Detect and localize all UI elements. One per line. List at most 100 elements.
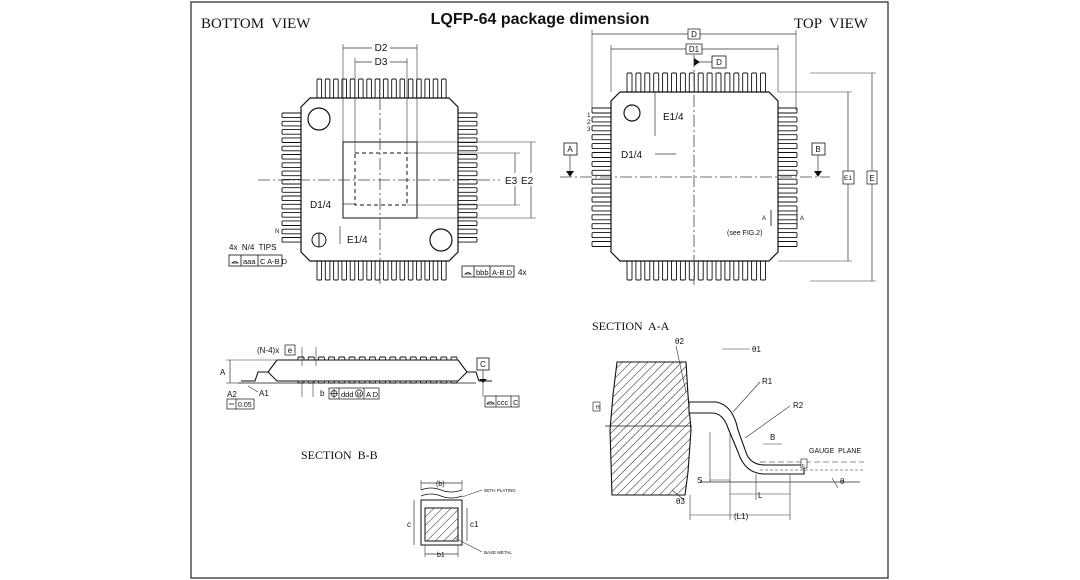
pin — [777, 134, 798, 141]
pin — [281, 212, 302, 218]
pin — [653, 260, 660, 281]
pin — [281, 145, 302, 152]
pin — [662, 260, 669, 281]
section-bb-heading: SECTION B-B — [301, 448, 378, 462]
theta-label: θ — [840, 477, 845, 486]
dim-l-label: L — [758, 491, 763, 500]
pin — [591, 196, 612, 203]
dim-e1-4-label: E1/4 — [347, 235, 368, 246]
dim-e-label: E — [869, 174, 874, 183]
ejector-mark — [429, 228, 453, 252]
pin — [777, 214, 798, 221]
pin — [281, 120, 302, 127]
section-aa-heading: SECTION A-A — [592, 319, 670, 333]
tolerance-aaa: aaa — [243, 257, 256, 266]
pin — [777, 178, 798, 185]
pin — [281, 220, 302, 226]
with-plating-label: WITH PLATING — [484, 488, 516, 493]
pin — [424, 260, 430, 281]
datum-d-label: D — [716, 58, 722, 67]
pin — [316, 78, 323, 99]
theta3-label: θ3 — [676, 497, 685, 506]
dim-e1-4-label: E1/4 — [663, 112, 684, 123]
pin — [706, 260, 713, 281]
lead-break-line — [420, 493, 463, 499]
svg-text:M: M — [357, 392, 362, 398]
pin — [457, 237, 478, 243]
pin — [441, 260, 447, 281]
top-view-pins-bottom — [626, 260, 766, 281]
pin — [591, 205, 612, 212]
tolerance-ddd-datum: A D — [366, 390, 379, 399]
pin — [281, 237, 302, 243]
pin — [281, 137, 302, 143]
pin — [688, 72, 695, 93]
tolerance-bbb-frame: bbb A-B D 4x — [461, 265, 526, 278]
datum-c-triangle — [479, 379, 487, 383]
pin — [777, 169, 798, 176]
r1-label: R1 — [762, 377, 773, 386]
pin — [671, 72, 677, 93]
pin — [644, 72, 651, 93]
pin — [777, 205, 798, 212]
pin — [316, 260, 323, 281]
base-metal-label: BASE METAL — [484, 550, 512, 555]
pin-n-label: N — [275, 229, 279, 235]
section-aa: SECTION A-A GAUGE PLANE c H θ2 θ1 R1 R2 … — [592, 319, 864, 521]
pin — [333, 260, 339, 281]
pin — [374, 260, 381, 281]
pin — [591, 134, 612, 141]
gull-wing-lead — [688, 401, 805, 475]
datum-b-triangle — [814, 171, 822, 177]
dim-d3-label: D3 — [375, 57, 388, 68]
top-view-pins-top — [626, 72, 766, 93]
bottom-view: BOTTOM VIEW D2 D3 E3 E2 — [201, 16, 539, 284]
top-view-heading: TOP VIEW — [794, 16, 869, 32]
package-body-section — [609, 361, 692, 496]
pin — [591, 241, 612, 247]
pin — [635, 260, 642, 281]
pin — [281, 203, 302, 210]
section-a-mark-right: A — [800, 216, 804, 222]
pin — [366, 260, 372, 281]
pin — [777, 241, 798, 247]
r1-leader — [732, 381, 761, 413]
pin — [777, 232, 798, 239]
dim-a-label: A — [220, 368, 226, 377]
pin — [457, 129, 478, 135]
pin1-dot — [623, 104, 641, 122]
pin — [626, 72, 633, 93]
pin — [382, 260, 389, 281]
pin — [679, 72, 686, 93]
b-label: B — [770, 433, 775, 442]
dim-e3-label: E3 — [505, 176, 518, 187]
flatness-value: 0.05 — [238, 402, 252, 409]
pin — [760, 260, 766, 281]
gauge-plane-label: GAUGE PLANE — [809, 448, 861, 455]
section-a-mark-left: A — [762, 216, 766, 222]
pin — [751, 72, 758, 93]
r2-leader — [744, 405, 791, 439]
tolerance-ddd-frame: ddd M A D — [328, 387, 380, 400]
pin — [324, 260, 331, 281]
dim-e1-label: E1 — [844, 175, 852, 182]
side-view-lead-right — [467, 371, 492, 382]
pin — [457, 212, 478, 218]
tolerance-bbb: bbb — [476, 268, 489, 277]
pin — [399, 260, 406, 281]
drawing-title: LQFP-64 package dimension — [431, 11, 650, 28]
dim-d1-label: D1 — [689, 45, 700, 54]
dim-d-label: D — [691, 30, 697, 39]
tolerance-ddd: ddd — [341, 390, 354, 399]
pin — [777, 143, 798, 150]
pin — [391, 78, 397, 99]
dim-l1-label: (L1) — [734, 512, 749, 521]
pin — [457, 120, 478, 127]
pin — [742, 260, 749, 281]
tolerance-ccc: ccc — [497, 398, 509, 407]
pin — [591, 143, 612, 150]
pin — [374, 78, 381, 99]
pin — [653, 72, 660, 93]
exposed-pad-d3 — [354, 152, 408, 206]
